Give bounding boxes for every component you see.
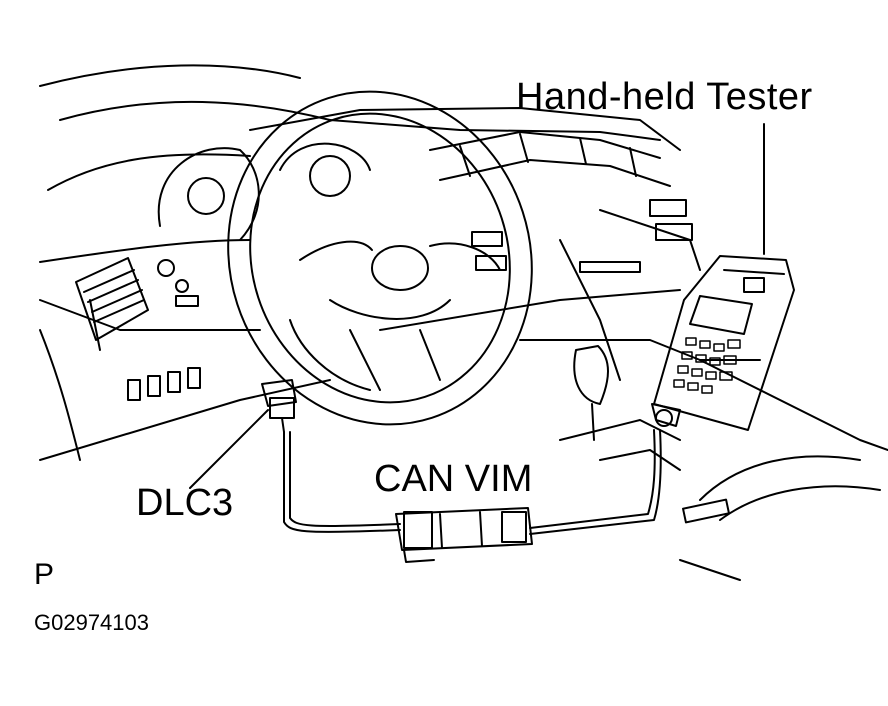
- center-console: [679, 455, 881, 581]
- instrument-cluster: [157, 142, 371, 307]
- steering-wheel: [227, 90, 533, 426]
- hand-held-tester: [651, 255, 795, 431]
- can-vim-module: [395, 507, 533, 563]
- view-code-label: P: [34, 558, 55, 591]
- dlc3-leader-line: [189, 409, 269, 489]
- figure-id-label: G02974103: [34, 610, 149, 635]
- left-air-vent: [75, 257, 149, 341]
- dash-switches: [127, 199, 693, 401]
- can-vim-label: CAN VIM: [374, 458, 533, 500]
- hand-held-tester-label: Hand-held Tester: [516, 76, 813, 118]
- dlc3-connector: [261, 379, 297, 433]
- shift-lever: [559, 345, 681, 471]
- dlc3-label: DLC3: [136, 482, 234, 524]
- tester-cables: [282, 429, 662, 535]
- center-air-vents: [429, 131, 671, 187]
